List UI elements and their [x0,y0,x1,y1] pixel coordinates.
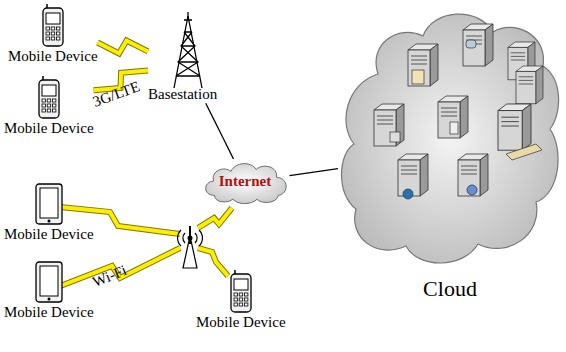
device-icon [34,182,64,226]
node-label: Mobile Device [4,226,94,243]
wifi-access-point [178,226,203,268]
internet-label: Internet [219,173,272,190]
mobile-device: Mobile Device [4,260,94,321]
node-label: Mobile Device [4,304,94,321]
mobile-device: Mobile Device [8,4,98,65]
mobile-device: Mobile Device [196,270,286,331]
tower-icon [148,12,218,90]
wireless-bolt [98,41,148,54]
cloud-label: Cloud [423,276,477,301]
device-icon [37,76,61,120]
cloud-illustration [338,4,562,272]
node-label: Mobile Device [196,314,286,331]
device-icon [34,260,64,304]
mobile-device: Mobile Device [4,76,94,137]
link-label: Wi-Fi [88,261,131,291]
network-link [206,103,234,159]
network-link [290,169,339,176]
basestation-tower: Basestation [148,12,218,103]
node-label: Basestation [148,86,217,103]
mobile-device: Mobile Device [4,182,94,243]
wireless-bolt [50,206,232,290]
device-icon [229,270,253,314]
internet-cloud: Internet [201,159,290,205]
link-label: 3G/LTE [89,78,144,112]
server-cloud: Cloud [338,4,562,301]
device-icon [41,4,65,48]
node-label: Mobile Device [4,120,94,137]
node-label: Mobile Device [8,48,98,65]
